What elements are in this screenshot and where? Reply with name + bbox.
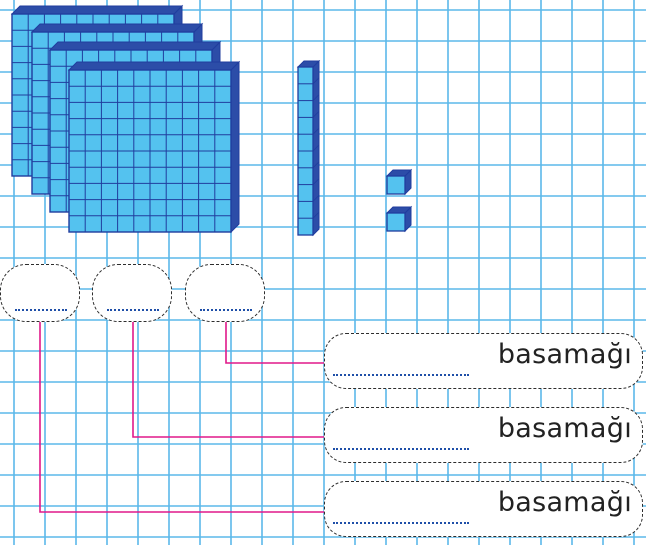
place-row-2[interactable]: basamağı [324,407,643,463]
place-row-1[interactable]: basamağı [324,333,643,389]
place-dotted-line [333,448,469,450]
answer-oval-tens[interactable] [92,264,172,322]
answer-oval-ones[interactable] [185,264,265,322]
answer-dotted-line [15,309,67,311]
connector-line [133,320,332,437]
answer-dotted-line [200,309,252,311]
place-label: basamağı [498,339,632,370]
place-dotted-line [333,374,469,376]
place-row-3[interactable]: basamağı [324,481,643,537]
answer-dotted-line [107,309,159,311]
place-dotted-line [333,522,469,524]
connector-line [40,320,332,512]
place-label: basamağı [498,487,632,518]
place-label: basamağı [498,413,632,444]
connector-line [226,320,332,363]
answer-oval-hundreds[interactable] [0,264,80,322]
